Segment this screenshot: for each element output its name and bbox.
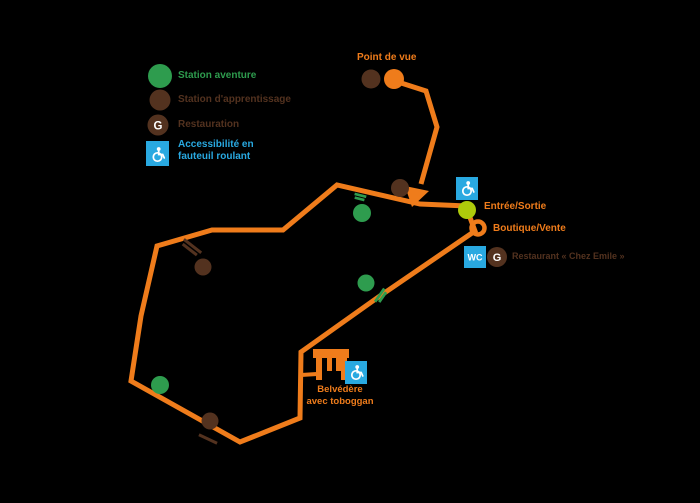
trail-path	[128, 182, 479, 445]
learning-station-dot	[391, 179, 409, 197]
accessibility-icon	[345, 361, 367, 384]
trail-marker	[181, 238, 203, 257]
legend-learning-circle	[149, 89, 171, 111]
belvedere-connector	[300, 372, 318, 377]
svg-text:WC: WC	[468, 253, 483, 263]
viewpoint-spur-path	[397, 79, 440, 185]
wc-icon: WC	[464, 246, 486, 268]
legend-adventure-circle	[148, 64, 172, 88]
legend-label-restauration: Restauration	[178, 119, 240, 130]
restaurant-label: Restaurant « Chez Emile »	[512, 251, 625, 261]
shop-label: Boutique/Vente	[493, 223, 566, 234]
trail-marker	[373, 287, 388, 303]
trail-arrowhead	[405, 186, 429, 207]
entrance-dot	[458, 201, 476, 219]
legend-label-adventure: Station aventure	[178, 70, 257, 81]
legend-icons: G	[146, 64, 172, 166]
adventure-station-dot	[357, 274, 375, 292]
viewpoint-dot	[384, 69, 404, 89]
svg-text:G: G	[493, 252, 502, 264]
entrance-label: Entrée/Sortie	[484, 201, 547, 212]
belvedere-label-line1: Belvédère	[317, 384, 363, 395]
legend-label-learning: Station d'apprentissage	[178, 94, 291, 105]
legend-label-accessibility: Accessibilité en fauteuil roulant	[178, 139, 254, 162]
learning-station-dot	[194, 258, 212, 276]
learning-station-dot	[361, 69, 381, 89]
accessibility-icon	[456, 177, 478, 200]
belvedere-label-line2: avec toboggan	[306, 396, 374, 407]
adventure-station-dot	[353, 204, 371, 222]
legend-restaurant-circle	[147, 114, 169, 136]
belvedere-icon	[313, 349, 349, 380]
adventure-station-dot	[151, 376, 169, 394]
trail-marker	[354, 192, 367, 202]
shop-ring	[469, 219, 487, 237]
learning-station-dot	[201, 412, 219, 430]
legend-restaurant-letter: G	[154, 121, 163, 133]
viewpoint-label: Point de vue	[357, 52, 417, 63]
trail-marker	[198, 433, 218, 445]
restaurant-icon: G	[487, 247, 507, 267]
